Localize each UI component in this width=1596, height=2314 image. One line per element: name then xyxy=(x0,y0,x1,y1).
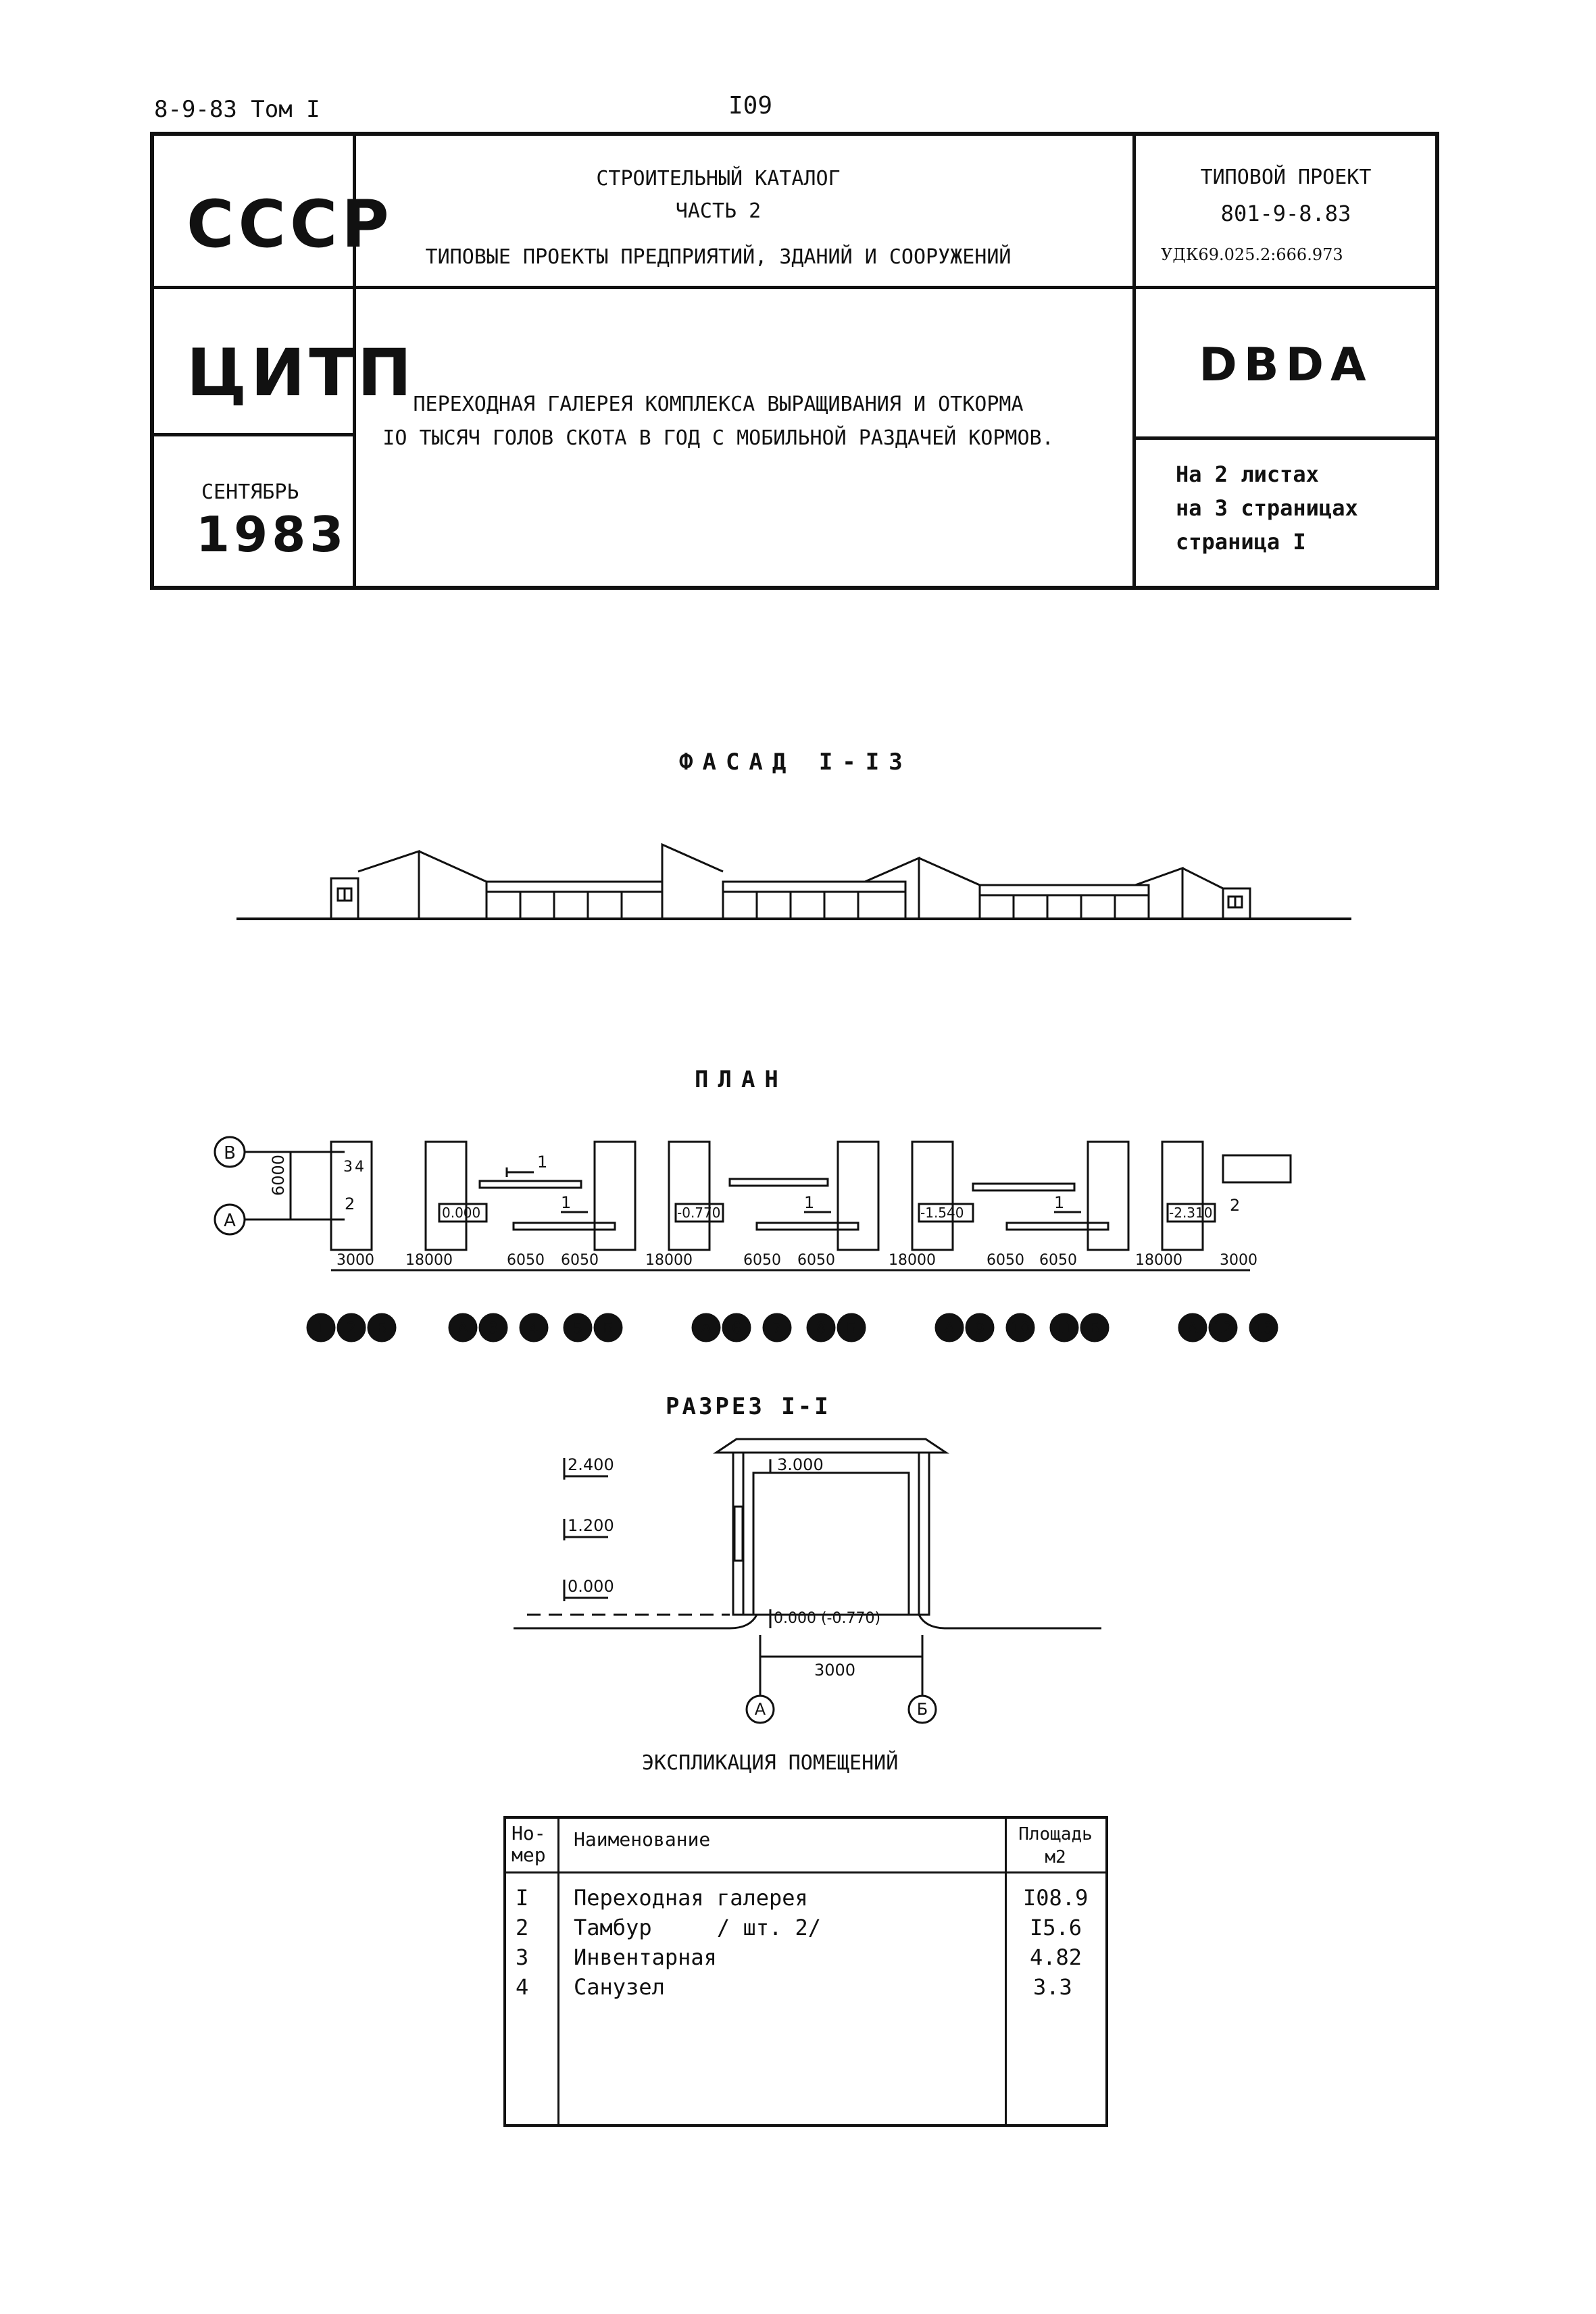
row-2-area: I5.6 xyxy=(1030,1915,1082,1940)
project-number: 801-9-8.83 xyxy=(1220,201,1351,226)
section-axis-a: А xyxy=(755,1700,766,1719)
row-1-area: I08.9 xyxy=(1023,1885,1089,1911)
issue-year: 1983 xyxy=(196,506,348,563)
axis-2: 2 xyxy=(347,1320,356,1337)
plan-title: ПЛАН xyxy=(695,1066,788,1093)
sheets-count: На 2 листах xyxy=(1176,461,1319,487)
axis-b-3: Б xyxy=(846,1320,856,1337)
axis-6: 6 xyxy=(732,1320,741,1337)
row-axis-v: В xyxy=(224,1143,236,1163)
header-area: Площадь м2 xyxy=(1018,1824,1093,1867)
dim-1: 3000 xyxy=(336,1252,374,1269)
axis-3: 3 xyxy=(489,1320,498,1337)
axis-b-4: Б xyxy=(1089,1320,1099,1337)
dim-12: 3000 xyxy=(1220,1252,1257,1269)
current-page: страница I xyxy=(1176,529,1306,555)
axis-a-4: А xyxy=(1187,1320,1197,1337)
udk-code: УДК69.025.2:666.973 xyxy=(1161,245,1343,264)
dim-2: 18000 xyxy=(405,1252,453,1269)
section-axis-b: Б xyxy=(917,1700,928,1719)
section-width: 3000 xyxy=(814,1661,855,1680)
row-axis-a: А xyxy=(224,1211,236,1231)
axis-5: 5 xyxy=(573,1320,582,1337)
catalog-title: СТРОИТЕЛЬНЫЙ КАТАЛОГ xyxy=(596,167,841,191)
dim-9: 6050 xyxy=(987,1252,1024,1269)
doc-code: DBDA xyxy=(1199,338,1373,392)
catalog-subtitle: ТИПОВЫЕ ПРОЕКТЫ ПРЕДПРИЯТИЙ, ЗДАНИЙ И СО… xyxy=(425,245,1012,269)
row-3-num: 3 xyxy=(516,1944,529,1970)
axis-b-2: Б xyxy=(603,1320,613,1337)
dim-4: 6050 xyxy=(561,1252,599,1269)
dim-10: 6050 xyxy=(1039,1252,1077,1269)
explication-title: ЭКСПЛИКАЦИЯ ПОМЕЩЕНИЙ xyxy=(642,1751,899,1775)
inner-height: 3.000 xyxy=(777,1455,824,1474)
axis-8: 8 xyxy=(816,1320,826,1337)
level-0000: 0.000 xyxy=(568,1577,614,1596)
row-4-area: 3.3 xyxy=(1033,1974,1072,2000)
org-ussr: СССР xyxy=(186,186,393,262)
row-1-name: Переходная галерея xyxy=(574,1885,808,1911)
plan-elevation-2: -0.770 xyxy=(677,1205,720,1221)
axis-a-3: А xyxy=(944,1320,954,1337)
axis-13: 13 xyxy=(1254,1320,1273,1337)
dim-3: 6050 xyxy=(507,1252,545,1269)
axis-a-1: А xyxy=(457,1320,468,1337)
room-label-2-right: 2 xyxy=(1230,1196,1240,1215)
axis-4: 4 xyxy=(529,1320,539,1337)
dim-6: 6050 xyxy=(743,1252,781,1269)
catalog-part: ЧАСТЬ 2 xyxy=(675,199,762,223)
row-4-name: Санузел xyxy=(574,1974,665,2000)
row-dimension: 6000 xyxy=(269,1155,288,1196)
header-name: Наименование xyxy=(574,1828,711,1851)
row-2-name: Тамбур / шт. 2/ xyxy=(574,1915,822,1940)
plan-elevation-3: -1.540 xyxy=(920,1205,964,1221)
plan-elevation-1: 0.000 xyxy=(442,1205,480,1221)
room-label-1c: 1 xyxy=(1054,1193,1064,1212)
series-label: 8-9-83 Том I xyxy=(154,96,320,123)
level-2400: 2.400 xyxy=(568,1455,614,1474)
dim-8: 18000 xyxy=(889,1252,936,1269)
pages-count: на 3 страницах xyxy=(1176,495,1358,521)
row-4-num: 4 xyxy=(516,1974,529,2000)
room-label-1a: 1 xyxy=(561,1193,571,1212)
dim-7: 6050 xyxy=(797,1252,835,1269)
axis-b-1: Б xyxy=(376,1320,386,1337)
facade-title: ФАСАД I-I3 xyxy=(679,749,912,776)
section-drawing: 2.400 1.200 0.000 3.000 0.000 (-0.770) 3… xyxy=(514,1438,1101,1724)
room-label-3: 3 xyxy=(343,1159,353,1176)
header-number: Но-мер xyxy=(512,1822,546,1866)
facade-drawing xyxy=(236,842,1351,920)
floor-level: 0.000 (-0.770) xyxy=(774,1610,880,1627)
row-3-name: Инвентарная xyxy=(574,1944,717,1970)
section-title: РАЗРЕЗ I-I xyxy=(666,1393,831,1420)
axis-9: 9 xyxy=(975,1320,984,1337)
plan-elevation-4: -2.310 xyxy=(1169,1205,1212,1221)
section-mark: 1 xyxy=(537,1153,547,1172)
issue-month: СЕНТЯБРЬ xyxy=(201,480,299,504)
room-label-4: 4 xyxy=(355,1159,364,1176)
axis-7: 7 xyxy=(772,1320,782,1337)
axis-1: 1 xyxy=(316,1320,326,1337)
row-3-area: 4.82 xyxy=(1030,1944,1082,1970)
axis-11: 11 xyxy=(1055,1320,1074,1337)
title-block: СССР ЦИТП СЕНТЯБРЬ 1983 СТРОИТЕЛЬНЫЙ КАТ… xyxy=(150,132,1439,590)
org-citp: ЦИТП xyxy=(186,335,416,411)
dim-11: 18000 xyxy=(1135,1252,1182,1269)
room-label-2-left: 2 xyxy=(345,1194,355,1213)
level-1200: 1.200 xyxy=(568,1516,614,1535)
row-2-num: 2 xyxy=(516,1915,529,1940)
axis-a-2: А xyxy=(701,1320,711,1337)
explication-table: Но-мер Наименование Площадь м2 I Переход… xyxy=(503,1816,1108,2127)
description-line-2: IO ТЫСЯЧ ГОЛОВ СКОТА В ГОД С МОБИЛЬНОЙ Р… xyxy=(382,426,1054,450)
axis-10: 10 xyxy=(1011,1320,1030,1337)
page-number: I09 xyxy=(728,92,773,120)
room-label-1b: 1 xyxy=(804,1193,814,1212)
row-1-num: I xyxy=(516,1885,529,1911)
plan-drawing: В А 6000 0.000 -0.770 -1.540 -2.310 3 4 … xyxy=(214,1136,1292,1342)
axis-12: 12 xyxy=(1214,1320,1232,1337)
project-label: ТИПОВОЙ ПРОЕКТ xyxy=(1200,166,1372,189)
dim-5: 18000 xyxy=(645,1252,693,1269)
description-line-1: ПЕРЕХОДНАЯ ГАЛЕРЕЯ КОМПЛЕКСА ВЫРАЩИВАНИЯ… xyxy=(413,393,1024,416)
